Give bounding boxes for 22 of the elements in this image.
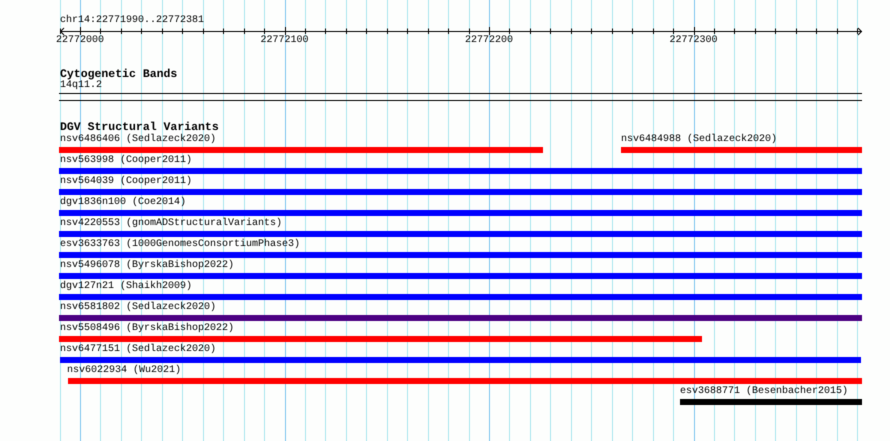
variant-label: nsv6486406 (Sedlazeck2020) bbox=[60, 134, 216, 146]
coordinate-label: 22772300 bbox=[670, 35, 718, 47]
variant-label: nsv6477151 (Sedlazeck2020) bbox=[60, 344, 216, 356]
variant-label: nsv6484988 (Sedlazeck2020) bbox=[621, 134, 778, 146]
variant-label: nsv5508496 (ByrskaBishop2022) bbox=[60, 323, 234, 335]
variant-label: esv3633763 (1000GenomesConsortiumPhase3) bbox=[60, 239, 300, 251]
track-heading: DGV Structural Variants bbox=[60, 121, 219, 134]
variant-label: nsv564039 (Cooper2011) bbox=[60, 176, 192, 188]
variant-label: dgv127n21 (Shaikh2009) bbox=[60, 281, 192, 293]
band-label: 14q11.2 bbox=[60, 80, 102, 92]
variant-label: nsv6022934 (Wu2021) bbox=[67, 365, 182, 377]
variant-label: dgv1836n100 (Coe2014) bbox=[60, 197, 186, 209]
variant-label: nsv563998 (Cooper2011) bbox=[60, 155, 192, 167]
variant-label: nsv5496078 (ByrskaBishop2022) bbox=[60, 260, 234, 272]
variant-label: nsv4220553 (gnomADStructuralVariants) bbox=[60, 218, 282, 230]
track-heading: Cytogenetic Bands bbox=[60, 68, 178, 81]
coordinate-label: 22772200 bbox=[465, 35, 513, 47]
coordinate-label: 22772100 bbox=[260, 35, 308, 47]
locus-label: chr14:22771990..22772381 bbox=[60, 15, 204, 27]
coordinate-label: 22772000 bbox=[56, 35, 104, 47]
variant-label: esv3688771 (Besenbacher2015) bbox=[680, 386, 848, 398]
variant-label: nsv6581802 (Sedlazeck2020) bbox=[60, 302, 216, 314]
